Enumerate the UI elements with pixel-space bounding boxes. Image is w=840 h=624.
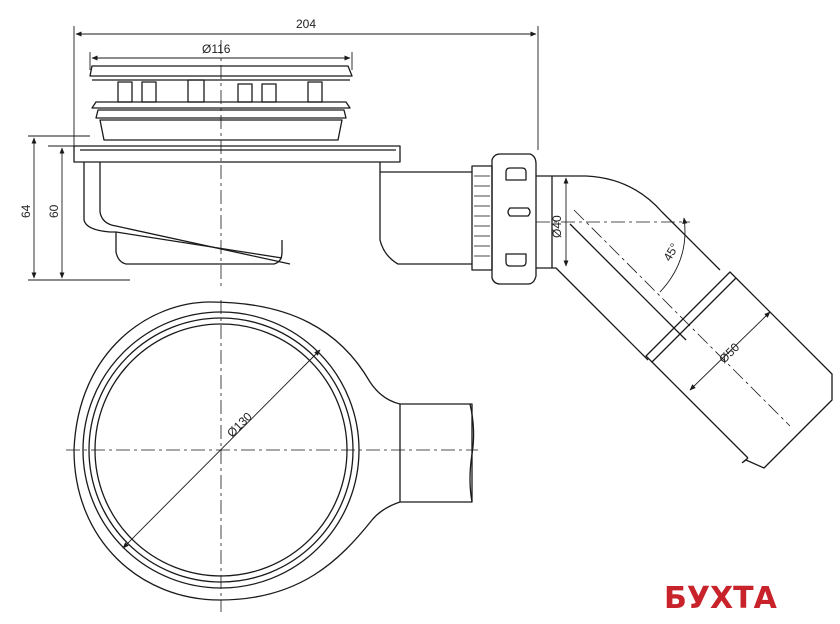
dimension-lines: [28, 26, 771, 549]
union-nut: [491, 153, 537, 285]
dim-grate-diameter: Ø116: [202, 42, 231, 56]
dim-pipe-diameter: Ø50: [716, 340, 742, 366]
thread-coupling: [471, 165, 493, 271]
elbow: [536, 175, 721, 271]
dim-body-height: 60: [47, 204, 61, 218]
elbow-pipe: [589, 301, 649, 361]
socket-ring: [645, 271, 737, 363]
svg-text:БУХТА: БУХТА: [664, 581, 778, 616]
trap-body: [83, 162, 222, 265]
top-view: [73, 301, 475, 601]
dim-elbow-angle: 45°: [660, 241, 681, 264]
svg-text:БУХТА: БУХТА: [664, 581, 778, 616]
top-plate: [73, 145, 401, 163]
buhta-logo: БУХТА БУХТА: [662, 579, 780, 618]
side-view: [73, 65, 833, 469]
outlet-pipe: [651, 361, 749, 459]
dim-overall-width: 204: [296, 17, 316, 31]
dim-base-diameter: Ø130: [224, 409, 255, 440]
body-outline: [73, 301, 473, 601]
dim-outlet-diameter: Ø40: [550, 215, 564, 238]
grate-cap: [89, 65, 353, 77]
dim-total-height: 64: [19, 204, 33, 218]
grate-ribs: [117, 79, 323, 103]
side-outlet: [379, 162, 472, 265]
